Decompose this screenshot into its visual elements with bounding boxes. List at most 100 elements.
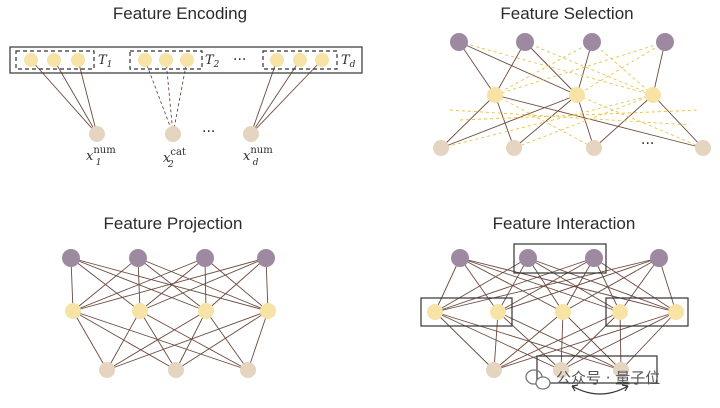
interaction-edge <box>434 311 562 371</box>
selection-edge-dashed <box>591 41 654 96</box>
input-node <box>99 362 115 378</box>
token-node <box>180 53 194 67</box>
input-node <box>433 140 449 156</box>
encoding-edge <box>53 59 98 135</box>
selection-edge-dashed <box>576 41 666 96</box>
input-node <box>243 126 259 142</box>
interaction-edge <box>493 311 677 371</box>
projection-edges <box>70 257 269 371</box>
encoding-edge <box>250 59 323 135</box>
interaction-edge <box>497 311 622 371</box>
selection-edge-dashed <box>494 94 595 149</box>
token-node <box>293 53 307 67</box>
selection-edge-dashed <box>449 109 691 126</box>
panel-feature-projection: Feature Projection <box>62 214 276 378</box>
selection-edge-dashed <box>576 94 704 149</box>
watermark-text: 公众号 · 量子位 <box>556 369 660 387</box>
token-node <box>260 303 276 319</box>
token-node <box>645 87 661 103</box>
swap-arrow <box>571 385 629 395</box>
panel-title-encoding: Feature Encoding <box>113 4 247 23</box>
token-node <box>569 87 585 103</box>
token-node <box>65 303 81 319</box>
interaction-edge <box>493 311 499 371</box>
projection-edge <box>139 310 177 371</box>
input-node <box>486 362 502 378</box>
interaction-edge <box>619 257 660 313</box>
interaction-edge <box>434 257 529 313</box>
selection-edge <box>494 41 526 96</box>
output-node <box>650 249 668 267</box>
selection-edge-dashed <box>440 94 654 149</box>
input-ellipsis: ··· <box>202 124 215 140</box>
projection-edge <box>175 310 207 371</box>
panel-title-projection: Feature Projection <box>104 214 243 233</box>
selection-nodes <box>433 33 711 156</box>
selection-edge <box>652 94 704 149</box>
interaction-edge <box>459 257 621 313</box>
projection-nodes <box>62 249 276 378</box>
projection-edge <box>72 310 177 371</box>
input-node <box>553 362 569 378</box>
interaction-edges <box>434 257 677 371</box>
interaction-edge <box>459 257 677 313</box>
output-node <box>519 249 537 267</box>
token-group-box-d <box>262 50 338 70</box>
encoding-edges <box>30 59 323 135</box>
encoding-edge <box>30 59 98 135</box>
projection-edge <box>72 257 206 312</box>
output-node <box>62 249 80 267</box>
projection-edge <box>139 257 206 312</box>
projection-edge <box>72 257 139 312</box>
projection-edge <box>72 257 267 312</box>
projection-edge <box>175 310 269 371</box>
selection-edge-dashed <box>458 41 654 96</box>
token-node <box>490 304 506 320</box>
token-group-box-2 <box>129 50 203 70</box>
interaction-edge <box>497 257 660 313</box>
selection-edge <box>440 94 578 149</box>
output-node <box>656 33 674 51</box>
encoding-edge <box>250 59 301 135</box>
panel-title-selection: Feature Selection <box>500 4 633 23</box>
encoding-edge <box>250 59 278 135</box>
selection-edge <box>494 94 515 149</box>
projection-edge <box>106 310 141 371</box>
interaction-edge <box>434 257 461 313</box>
input-node <box>586 140 602 156</box>
swap-arrowhead-right <box>621 384 629 392</box>
projection-edge <box>205 310 249 371</box>
token-node <box>71 53 85 67</box>
token-node <box>427 304 443 320</box>
interaction-edge <box>560 311 564 371</box>
swap-arrowhead-left <box>571 384 579 392</box>
interaction-group-box-top <box>513 243 607 274</box>
projection-edge <box>72 310 249 371</box>
selection-edge <box>494 94 704 149</box>
selection-edge <box>576 41 593 96</box>
interaction-edge <box>593 257 621 313</box>
token-node <box>612 304 628 320</box>
interaction-group-box-left <box>420 297 513 327</box>
output-node <box>583 33 601 51</box>
output-node <box>257 249 275 267</box>
projection-edge <box>139 310 249 371</box>
panel-feature-interaction: Feature Interaction <box>420 214 689 395</box>
interaction-edge <box>562 311 622 371</box>
selection-edge <box>458 41 496 96</box>
interaction-edge <box>658 257 677 313</box>
watermark: 公众号 · 量子位 <box>525 369 660 390</box>
token-node <box>198 303 214 319</box>
interaction-edge <box>434 257 660 313</box>
encoding-nodes <box>24 53 329 142</box>
input-node <box>613 362 629 378</box>
input-node <box>506 140 522 156</box>
panel-feature-selection: Feature Selection ··· <box>433 4 711 156</box>
output-node <box>451 249 469 267</box>
encoding-edge-dashed <box>172 59 188 135</box>
interaction-edge <box>593 257 677 313</box>
